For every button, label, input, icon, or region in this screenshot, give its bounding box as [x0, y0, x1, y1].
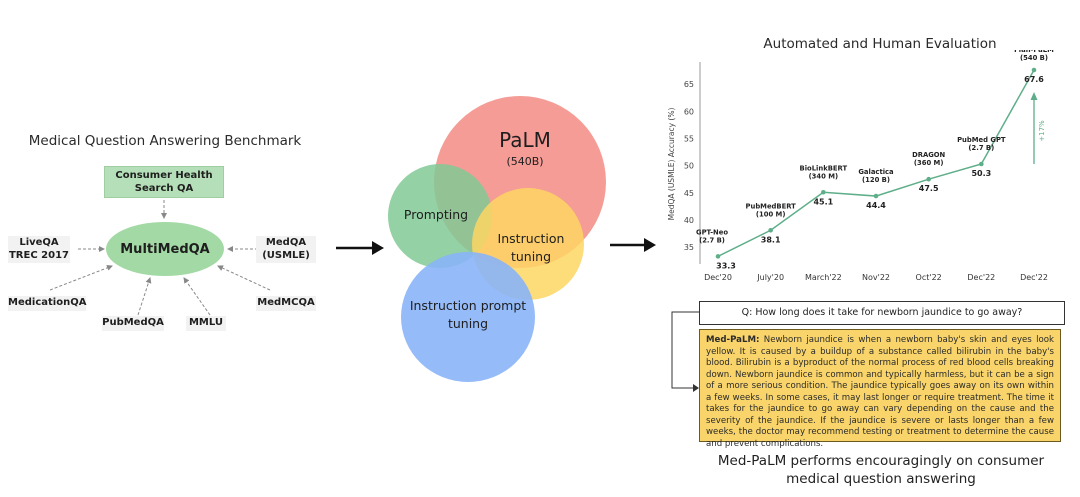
x-tick-label: Dec'22: [1020, 273, 1048, 282]
improvement-arrow-head: [1030, 92, 1038, 100]
model-name-label: PubMedBERT: [746, 202, 797, 210]
evaluation-title: Automated and Human Evaluation: [763, 36, 997, 52]
y-tick-label: 60: [684, 107, 694, 116]
x-tick-label: Oct'22: [916, 273, 942, 282]
x-tick-label: Nov'22: [862, 273, 890, 282]
data-value-label: 45.1: [813, 197, 833, 206]
x-tick-label: March'22: [805, 273, 842, 282]
model-size-label: (340 M): [809, 172, 839, 180]
model-size-label: (2.7 B): [968, 144, 994, 152]
data-value-label: 38.1: [761, 235, 781, 244]
answer-box: Med-PaLM: Newborn jaundice is when a new…: [699, 329, 1061, 449]
data-point: [979, 161, 984, 167]
improvement-label: +17%: [1038, 120, 1046, 142]
answer-text: Newborn jaundice is when a newborn baby'…: [706, 335, 1054, 449]
data-point: [768, 227, 773, 233]
instruction-prompt-tuning-circle: [401, 252, 535, 382]
model-name-label: GPT-Neo: [696, 228, 728, 236]
model-size-label: (100 M): [756, 210, 786, 218]
answer-label: Med-PaLM:: [706, 335, 760, 345]
palm-label: PaLM: [499, 128, 551, 152]
x-tick-label: Dec'20: [704, 273, 732, 282]
palm-size-label: (540B): [506, 155, 544, 168]
data-value-label: 47.5: [919, 184, 939, 193]
y-tick-label: 35: [684, 243, 694, 252]
x-tick-label: Dec'22: [967, 273, 995, 282]
y-tick-label: 55: [684, 134, 694, 143]
data-value-label: 44.4: [866, 201, 886, 210]
data-value-label: 67.6: [1024, 75, 1044, 84]
benchmark-title: Medical Question Answering Benchmark: [28, 133, 302, 149]
model-name-label: PubMed GPT: [957, 136, 1006, 144]
data-point: [873, 193, 879, 199]
data-value-label: 33.3: [716, 261, 736, 270]
data-point: [821, 189, 826, 195]
data-point: [1031, 67, 1037, 73]
flow-arrow-1: [336, 241, 384, 255]
x-tick-label: July'20: [756, 273, 784, 282]
y-tick-label: 50: [684, 162, 694, 171]
consumer-health-search-qa-box: Consumer Health Search QA: [104, 166, 224, 198]
accuracy-series-line: [717, 69, 1035, 258]
caption: Med-PaLM performs encouragingly on consu…: [717, 453, 1045, 487]
model-name-label: Flan-PaLM: [1014, 50, 1054, 54]
multimedqa-node: MultiMedQA: [106, 222, 224, 276]
y-tick-label: 65: [684, 80, 694, 89]
model-size-label: (540 B): [1020, 54, 1048, 62]
y-tick-label: 45: [684, 189, 694, 198]
pubmedqa-box: PubMedQA: [102, 316, 164, 331]
model-name-label: Galactica: [858, 168, 894, 176]
model-size-label: (2.7 B): [699, 236, 725, 244]
question-box: Q: How long does it take for newborn jau…: [699, 301, 1065, 325]
model-size-label: (120 B): [862, 176, 890, 184]
data-point: [715, 254, 721, 259]
model-size-label: (360 M): [914, 159, 944, 167]
instruction-prompt-tuning-label: Instruction prompt tuning: [409, 298, 527, 331]
benchmark-connectors: [49, 195, 271, 316]
qa-connector-arrow: [671, 311, 699, 392]
data-point: [926, 176, 931, 182]
mmlu-box: MMLU: [186, 316, 226, 331]
y-tick-label: 40: [684, 216, 694, 225]
flow-arrow-2: [610, 238, 656, 252]
medqa-box: MedQA (USMLE): [256, 236, 316, 263]
instruction-tuning-label: Instruction tuning: [497, 231, 565, 264]
medmcqa-box: MedMCQA: [256, 296, 316, 311]
prompting-label: Prompting: [403, 207, 469, 222]
liveqa-box: LiveQA TREC 2017: [8, 236, 70, 263]
model-name-label: BioLinkBERT: [800, 164, 848, 172]
model-name-label: DRAGON: [912, 151, 945, 159]
medicationqa-box: MedicationQA: [8, 296, 86, 311]
y-axis-label: MedQA (USMLE) Accuracy (%): [667, 108, 676, 221]
data-value-label: 50.3: [971, 169, 991, 178]
